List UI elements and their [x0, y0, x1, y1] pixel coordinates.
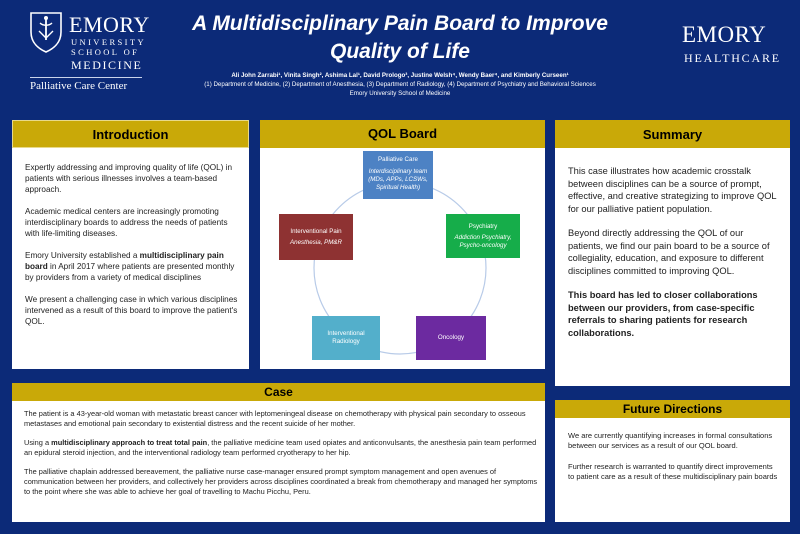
qol-board-heading: QOL Board [260, 120, 545, 148]
case-paragraph: Using a multidisciplinary approach to tr… [24, 437, 537, 458]
interventional-pain-node: Interventional Pain Anesthesia, PM&R [279, 214, 353, 260]
logo-divider [30, 77, 142, 78]
emory-wordmark: EMORY [69, 12, 150, 37]
summary-paragraph: This case illustrates how academic cross… [568, 166, 777, 214]
future-directions-panel: Future Directions We are currently quant… [555, 400, 790, 522]
qol-board-panel: QOL Board Palliative Care Interdisciplin… [260, 120, 545, 369]
case-heading: Case [12, 383, 545, 401]
affiliations: (1) Department of Medicine, (2) Departme… [204, 81, 596, 88]
school-of-medicine-logo: EMORY UNIVERSITY SCHOOL OF MEDICINE [28, 8, 150, 88]
author-block: Ali John Zarrabi¹, Vinita Singh², Ashima… [150, 71, 650, 98]
intro-paragraph: Expertly addressing and improving qualit… [25, 163, 233, 194]
future-directions-body: We are currently quantifying increases i… [568, 431, 780, 493]
palliative-care-center-label: Palliative Care Center [30, 80, 128, 92]
intro-paragraph: Academic medical centers are increasingl… [25, 207, 228, 238]
summary-body: This case illustrates how academic cross… [568, 165, 780, 351]
case-panel: Case The patient is a 43-year-old woman … [12, 383, 545, 522]
psychiatry-node: Psychiatry Addiction Psychiatry, Psycho-… [446, 214, 520, 258]
institution: Emory University School of Medicine [349, 90, 451, 97]
palliative-care-node: Palliative Care Interdisciplinary team (… [363, 151, 433, 199]
case-paragraph: The patient is a 43-year-old woman with … [24, 409, 526, 429]
oncology-node: Oncology [416, 316, 486, 360]
introduction-panel: Introduction Expertly addressing and imp… [12, 120, 249, 369]
summary-heading: Summary [555, 120, 790, 148]
poster-title: A Multidisciplinary Pain Board to Improv… [192, 12, 608, 63]
author-names: Ali John Zarrabi¹, Vinita Singh², Ashima… [231, 72, 569, 79]
interventional-radiology-node: Interventional Radiology [312, 316, 380, 360]
intro-paragraph: Emory University established a multidisc… [25, 251, 235, 282]
university-line: UNIVERSITY SCHOOL OF [71, 37, 146, 57]
emory-shield-icon [30, 12, 62, 53]
poster-header: EMORY UNIVERSITY SCHOOL OF MEDICINE Pall… [0, 0, 800, 108]
case-body: The patient is a 43-year-old woman with … [24, 409, 539, 506]
medicine-line: MEDICINE [71, 58, 143, 72]
summary-paragraph: This board has led to closer collaborati… [568, 290, 758, 338]
summary-panel: Summary This case illustrates how academ… [555, 120, 790, 386]
case-paragraph: The palliative chaplain addressed bereav… [24, 466, 538, 497]
future-paragraph: We are currently quantifying increases i… [568, 431, 773, 451]
future-paragraph: Further research is warranted to quantif… [568, 461, 778, 482]
introduction-heading: Introduction [12, 120, 249, 148]
emory-healthcare-logo: EMORY HEALTHCARE [682, 22, 781, 65]
future-directions-heading: Future Directions [555, 400, 790, 418]
introduction-body: Expertly addressing and improving qualit… [25, 162, 239, 327]
summary-paragraph: Beyond directly addressing the QOL of ou… [568, 228, 770, 276]
intro-paragraph: We present a challenging case in which v… [25, 295, 238, 326]
